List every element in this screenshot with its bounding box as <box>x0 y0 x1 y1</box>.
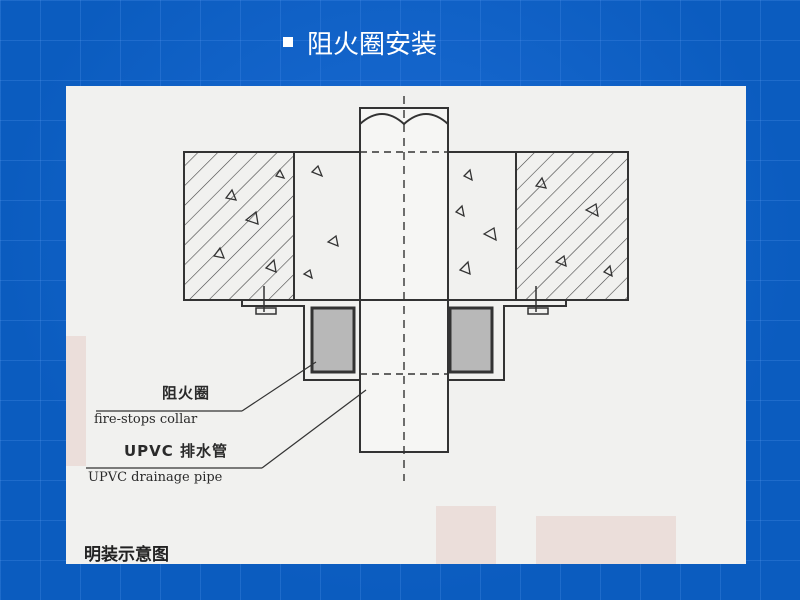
slide-title: 阻火圈安装 <box>283 22 437 62</box>
left-wall <box>183 151 295 301</box>
collar-label-zh: 阻火圈 <box>162 384 211 402</box>
concrete-fill-left <box>293 151 361 301</box>
bullet-icon <box>283 37 293 47</box>
leader-lines <box>86 361 367 469</box>
figure-caption: 明装示意图 <box>84 545 169 564</box>
watermark <box>66 336 676 564</box>
concrete-fill-right <box>447 151 517 301</box>
fire-stop-collar <box>241 300 567 381</box>
collar-label-en: fire-stops collar <box>94 412 198 427</box>
aggregate-marks <box>212 164 613 280</box>
diagram-drawing <box>66 96 676 564</box>
right-wall <box>515 151 629 301</box>
pipe-label-zh: UPVC 排水管 <box>124 442 229 460</box>
pipe-label-en: UPVC drainage pipe <box>88 470 223 485</box>
mounting-bolts <box>255 286 549 315</box>
slide-title-text: 阻火圈安装 <box>307 29 438 60</box>
installation-diagram: 阻火圈 fire-stops collar UPVC 排水管 UPVC drai… <box>66 86 746 564</box>
